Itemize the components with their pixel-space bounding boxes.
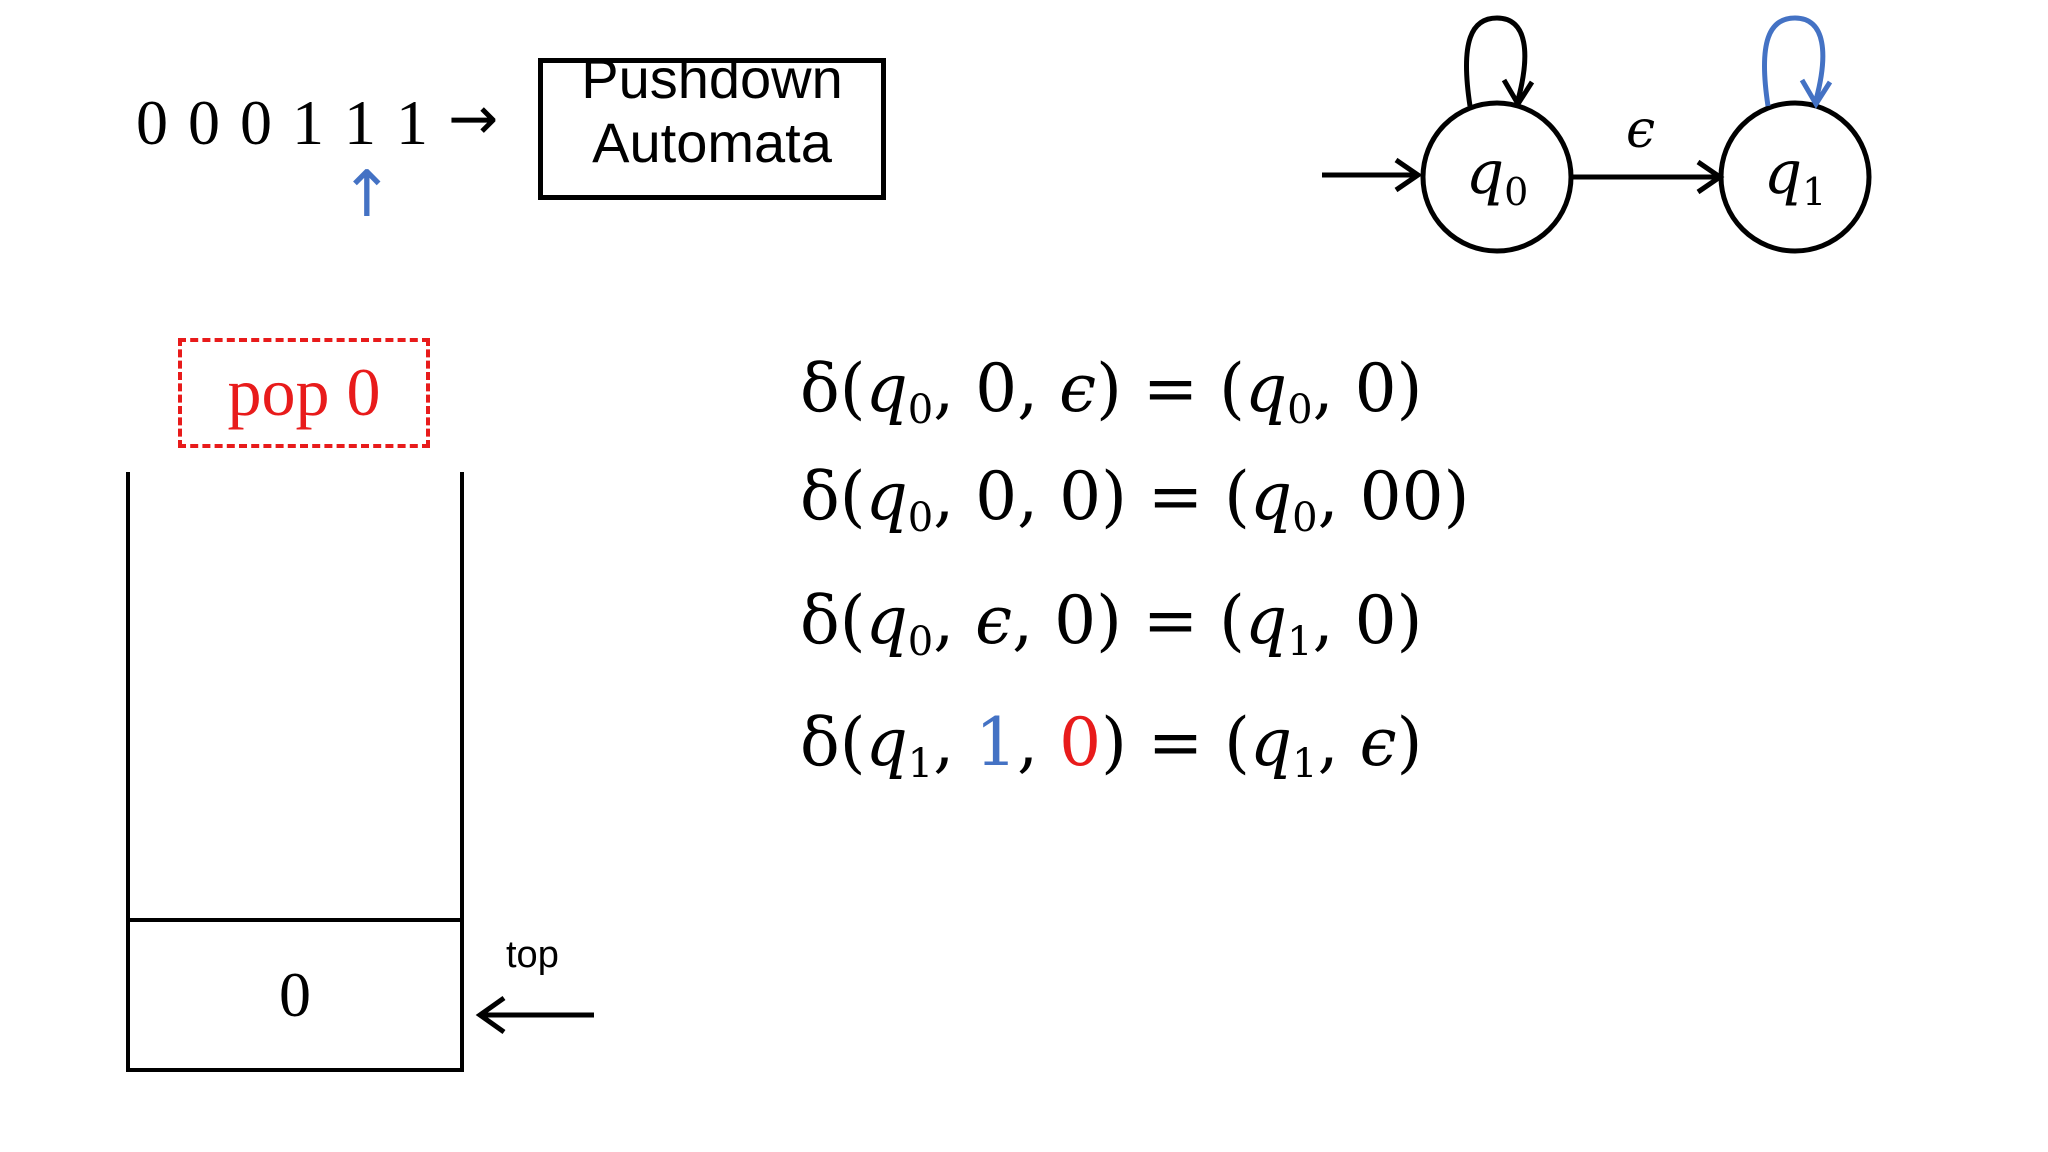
stack-top-label: top (506, 934, 559, 976)
start-arrowhead (1394, 157, 1423, 193)
state-q0-label: q0 (1465, 138, 1529, 214)
q1-self-loop-arrowhead (1799, 78, 1833, 109)
equation-text: δ(q1, 1, 0) = (q1, ϵ) (800, 704, 1423, 787)
transition-equation-3: δ(q0, ϵ, 0) = (q1, 0) (800, 582, 1422, 665)
stack-top-arrow-icon (475, 995, 594, 1035)
input-symbol: 1 (396, 87, 428, 158)
input-flow-arrow-icon: → (448, 84, 499, 154)
stack: 0 (126, 472, 466, 1072)
input-symbol: 1 (344, 87, 376, 158)
q0-self-loop (1464, 15, 1528, 107)
state-q1-label: q1 (1763, 138, 1827, 214)
epsilon-transition-label: ϵ (1626, 100, 1656, 160)
stack-cell: 0 (126, 918, 464, 1072)
q1-self-loop (1762, 15, 1826, 107)
transition-equation-1: δ(q0, 0, ϵ) = (q0, 0) (800, 350, 1422, 433)
equation-text: δ(q0, 0, 0) = (q0, 00) (800, 458, 1470, 541)
pda-title-line2: Automata (592, 111, 832, 174)
pop-operation-label: pop 0 (178, 338, 430, 448)
read-head-pointer-icon: ↑ (340, 158, 394, 232)
pushdown-automata-box: Pushdown Automata (538, 58, 886, 200)
input-symbol: 1 (292, 87, 324, 158)
transition-equation-2: δ(q0, 0, 0) = (q0, 00) (800, 458, 1469, 541)
equation-text: δ(q0, 0, ϵ) = (q0, 0) (800, 350, 1423, 433)
stack-left-wall (126, 472, 130, 1072)
pda-title-line1: Pushdown (581, 58, 843, 110)
state-diagram: q0 q1 ϵ (1300, 0, 1900, 270)
equation-text: δ(q0, ϵ, 0) = (q1, 0) (800, 582, 1423, 665)
input-symbol: 0 (240, 87, 272, 158)
input-symbol: 0 (136, 87, 168, 158)
epsilon-transition-arrowhead (1696, 159, 1725, 195)
q0-self-loop-arrowhead (1501, 78, 1535, 109)
transition-equation-4: δ(q1, 1, 0) = (q1, ϵ) (800, 704, 1422, 787)
input-symbol: 0 (188, 87, 220, 158)
stack-right-wall (460, 472, 464, 1072)
state-diagram-graphic (1322, 15, 1872, 254)
